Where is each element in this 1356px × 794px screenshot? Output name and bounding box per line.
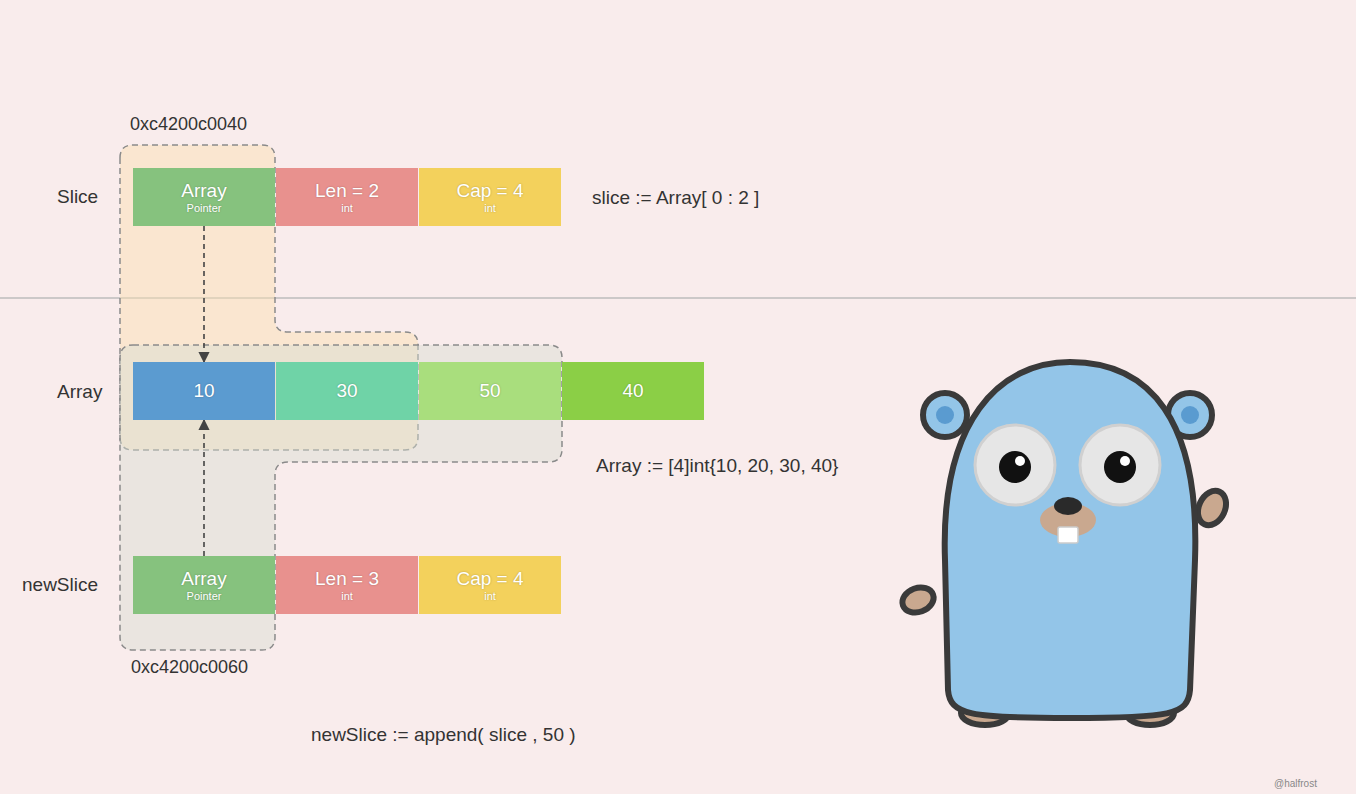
newslice-region: [120, 345, 562, 650]
field-value: 40: [622, 380, 643, 402]
address-label: 0xc4200c0040: [130, 113, 247, 135]
struct-field-box: Len = 3int: [276, 556, 418, 614]
struct-field-box: Cap = 4int: [419, 556, 561, 614]
field-type: Pointer: [187, 590, 222, 603]
array-cell: 10: [133, 362, 275, 420]
code-label: slice := Array[ 0 : 2 ]: [592, 187, 759, 209]
struct-field-box: Cap = 4int: [419, 168, 561, 226]
field-value: Array: [181, 180, 226, 202]
struct-field-box: ArrayPointer: [133, 168, 275, 226]
field-value: Cap = 4: [456, 568, 523, 590]
field-value: 10: [193, 380, 214, 402]
struct-field-box: ArrayPointer: [133, 556, 275, 614]
field-value: 30: [336, 380, 357, 402]
watermark: @halfrost: [1274, 778, 1317, 790]
array-cell: 40: [562, 362, 704, 420]
field-value: Cap = 4: [456, 180, 523, 202]
address-label: 0xc4200c0060: [131, 656, 248, 678]
field-value: Array: [181, 568, 226, 590]
row-label: Slice: [57, 186, 98, 208]
field-type: int: [484, 202, 496, 215]
field-value: Len = 2: [315, 180, 379, 202]
code-label: Array := [4]int{10, 20, 30, 40}: [596, 455, 838, 477]
code-label: newSlice := append( slice , 50 ): [311, 724, 576, 746]
field-type: int: [484, 590, 496, 603]
pointer-arrow: [203, 420, 205, 556]
field-value: 50: [479, 380, 500, 402]
row-label: Array: [57, 381, 102, 403]
pointer-arrow: [203, 226, 205, 362]
slice-region: [120, 145, 418, 450]
field-type: int: [341, 202, 353, 215]
array-cell: 30: [276, 362, 418, 420]
row-label: newSlice: [22, 574, 98, 596]
field-type: Pointer: [187, 202, 222, 215]
array-cell: 50: [419, 362, 561, 420]
field-type: int: [341, 590, 353, 603]
struct-field-box: Len = 2int: [276, 168, 418, 226]
gopher-illustration: [899, 362, 1232, 725]
field-value: Len = 3: [315, 568, 379, 590]
